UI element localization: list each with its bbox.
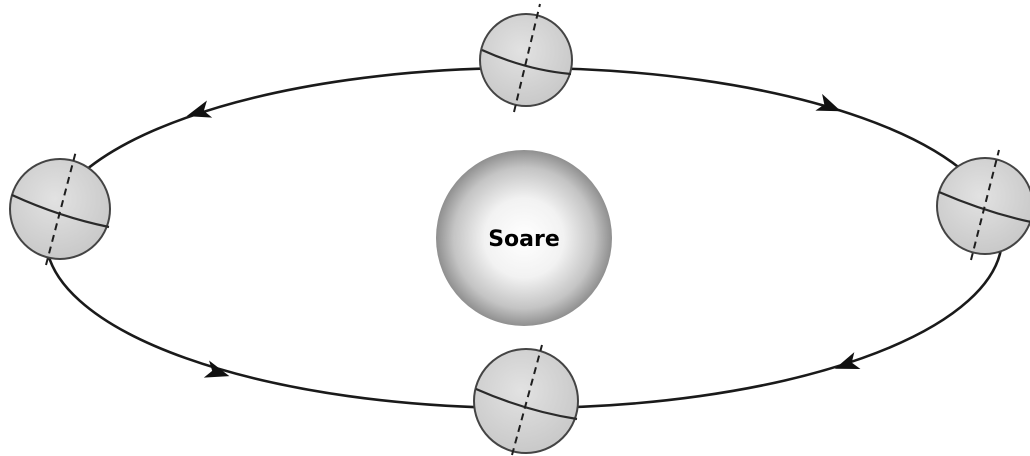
orbit-arrow-top-right (815, 93, 841, 112)
orbit-arrow-bottom-left (203, 360, 230, 378)
orbit-arrow-top-left (186, 100, 213, 118)
earth-right (936, 149, 1030, 261)
earth-bottom (473, 344, 579, 456)
sun-disc (436, 150, 612, 326)
earth-top (479, 3, 573, 113)
orbit-arrow-bottom-right (834, 352, 861, 370)
sun: Soare (436, 150, 612, 326)
sun-label: Soare (488, 227, 560, 252)
earth-left (9, 150, 111, 266)
